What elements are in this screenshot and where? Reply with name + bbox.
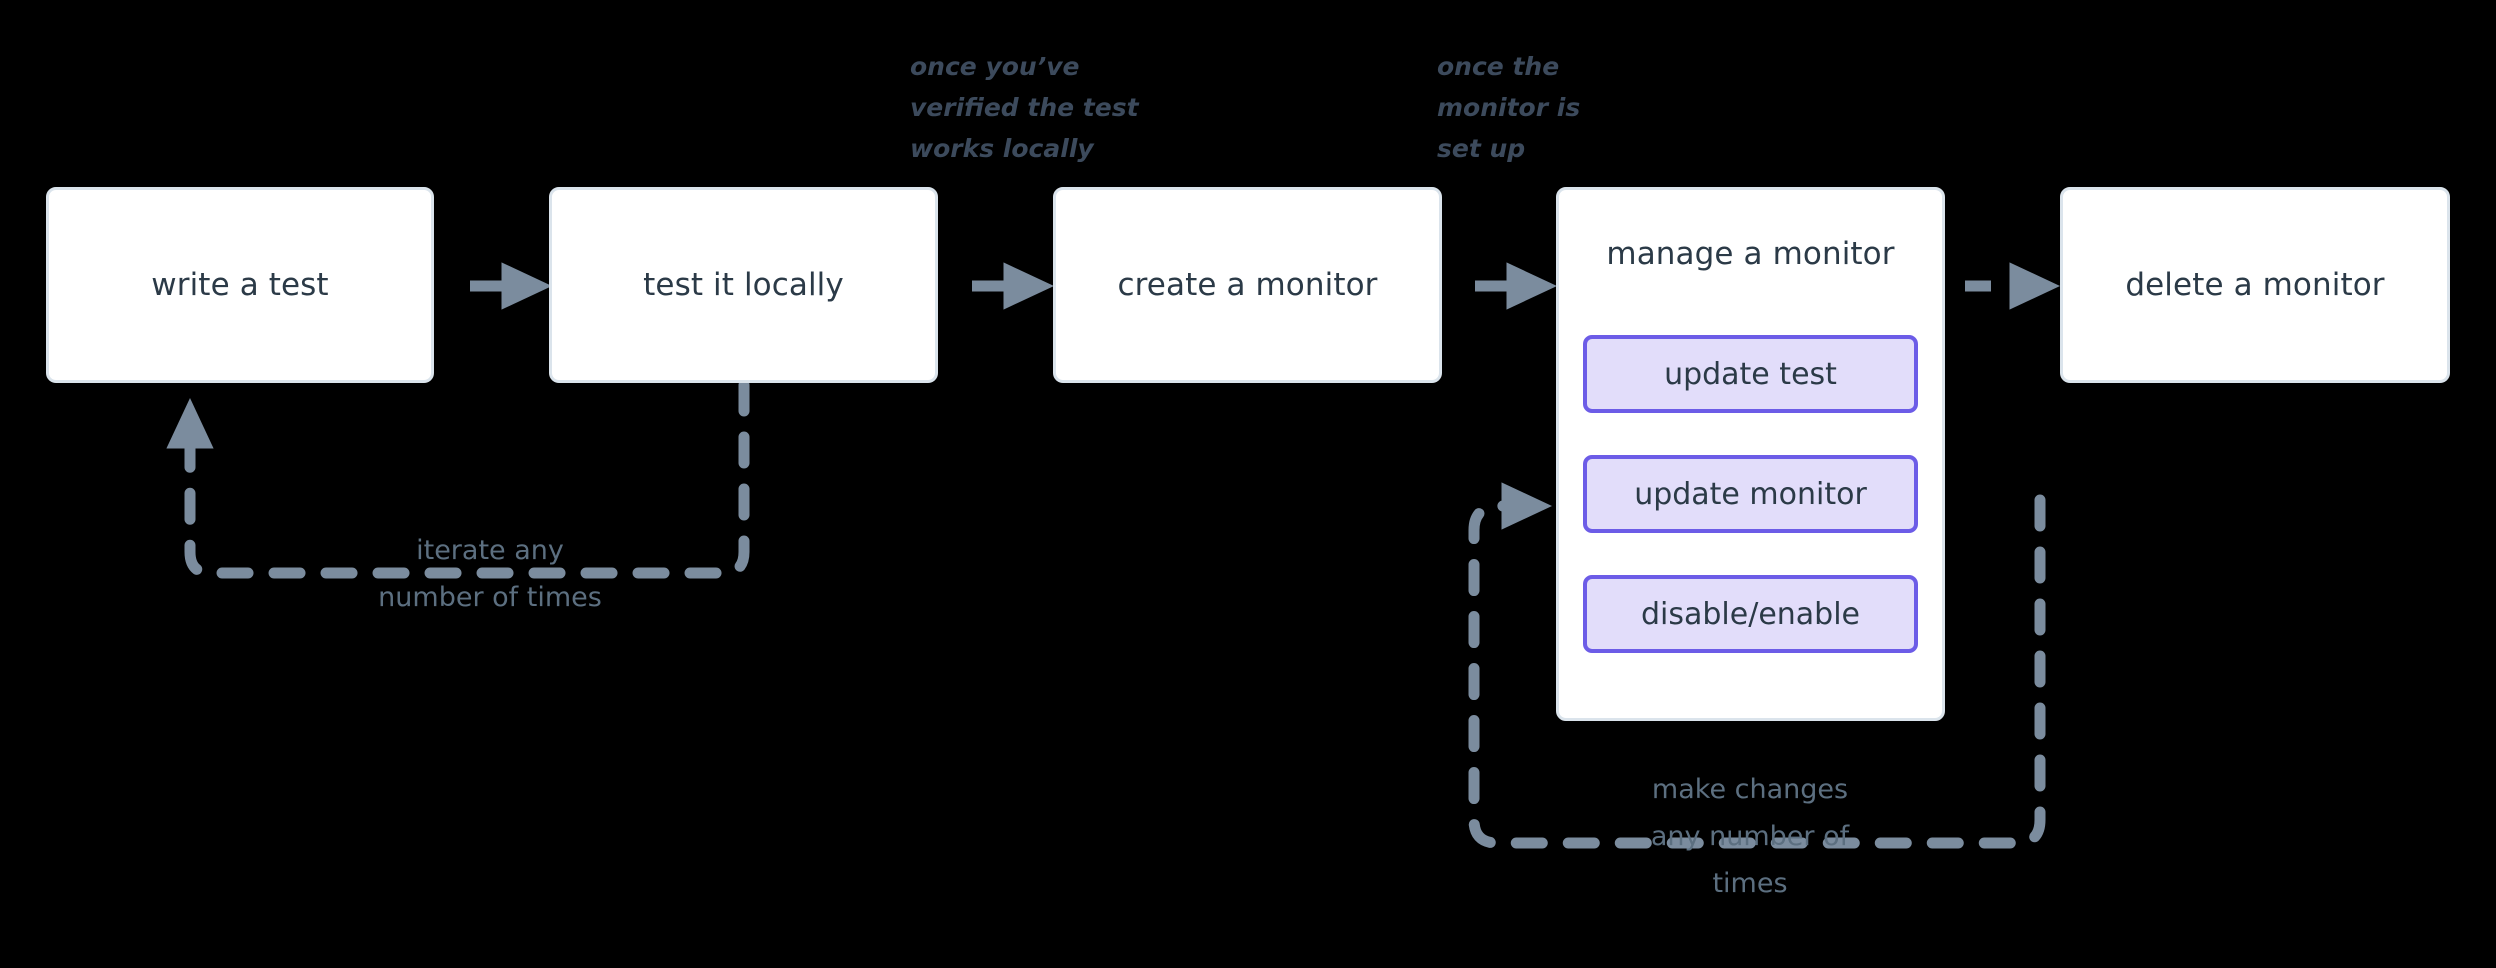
node-test-it-locally[interactable]: test it locally [549,187,938,383]
loop-label-make-changes: make changes any number of times [1650,774,1850,899]
node-delete-a-monitor[interactable]: delete a monitor [2060,187,2450,383]
subnode-update-monitor[interactable]: update monitor [1583,455,1918,533]
node-create-a-monitor[interactable]: create a monitor [1053,187,1442,383]
node-write-a-test[interactable]: write a test [46,187,434,383]
annotation-once-monitor-set-up: once the monitor is set up [1437,52,1581,163]
loop-label-iterate: iterate any number of times [378,535,602,613]
node-create-a-monitor-label: create a monitor [1117,267,1378,303]
node-manage-a-monitor[interactable]: manage a monitor update test update moni… [1556,187,1945,721]
node-write-a-test-label: write a test [151,267,329,303]
annotation-once-verified-locally: once you’ve verified the test works loca… [910,52,1139,163]
subnode-disable-enable-label: disable/enable [1640,596,1861,632]
node-manage-a-monitor-label: manage a monitor [1606,236,1895,272]
node-test-it-locally-label: test it locally [643,267,844,303]
subnode-update-test[interactable]: update test [1583,335,1918,413]
subnode-update-test-label: update test [1664,356,1837,392]
node-delete-a-monitor-label: delete a monitor [2125,267,2385,303]
subnode-update-monitor-label: update monitor [1634,476,1867,512]
subnode-disable-enable[interactable]: disable/enable [1583,575,1918,653]
